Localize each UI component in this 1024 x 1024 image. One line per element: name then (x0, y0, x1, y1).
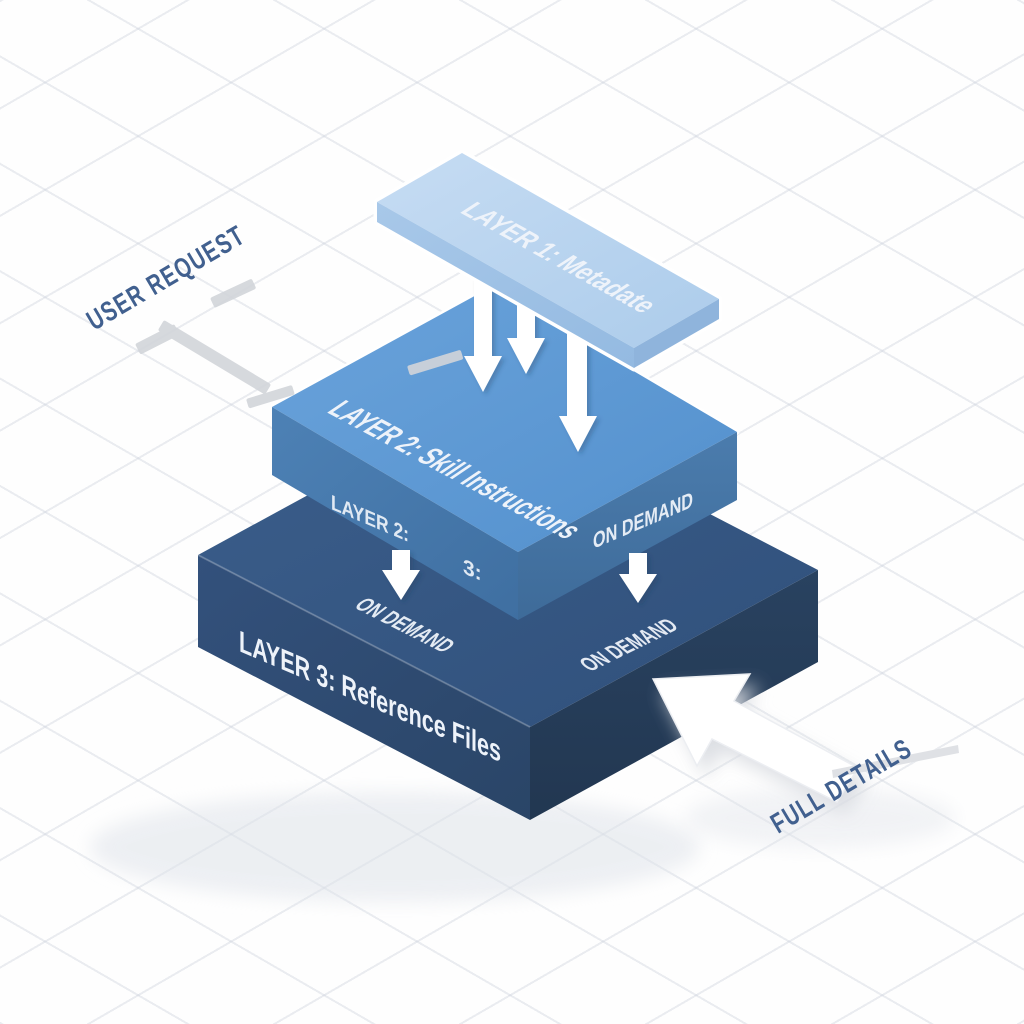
user-request-label: USER REQUEST (81, 219, 250, 336)
on-demand-arrow-left (382, 550, 420, 600)
layer2-front-right-face (518, 432, 737, 620)
layer1-top-face (377, 153, 719, 348)
layer2-slab: LAYER 2: Skill Instructions LAYER 2: 3: … (269, 284, 740, 620)
arrow-ground-shadow (685, 788, 955, 848)
full-details-arrow-body (651, 673, 860, 803)
full-details-arrow (651, 673, 959, 814)
layer2-front-left-face (272, 407, 518, 620)
on-demand-arrows (382, 550, 657, 603)
layer1-right-face (634, 299, 719, 368)
user-request-path-mark-4 (246, 385, 295, 409)
layer2-front-label-fragment: 3: (463, 554, 482, 586)
full-details-path-mark (832, 745, 959, 778)
metadata-flow-arrow-3 (559, 320, 597, 452)
metadata-flow-arrow-1 (464, 276, 502, 392)
user-request-path-mark-1 (210, 279, 256, 308)
layer1-front-left-face (377, 202, 634, 368)
layer3-edge-highlight (197, 554, 531, 728)
layer2-top-face (272, 287, 737, 552)
user-request-path (135, 279, 463, 409)
layer3-front-left-face (198, 555, 530, 820)
ground-shadow (90, 792, 700, 902)
metadata-flow-arrow-2 (507, 300, 545, 374)
metadata-flow-arrows (464, 276, 597, 452)
layer1-slab: LAYER 1: Metadate (373, 149, 723, 372)
user-request-path-mark-3 (158, 320, 271, 394)
on-demand-arrow-right (619, 553, 657, 603)
user-request-path-mark-5 (407, 350, 463, 376)
